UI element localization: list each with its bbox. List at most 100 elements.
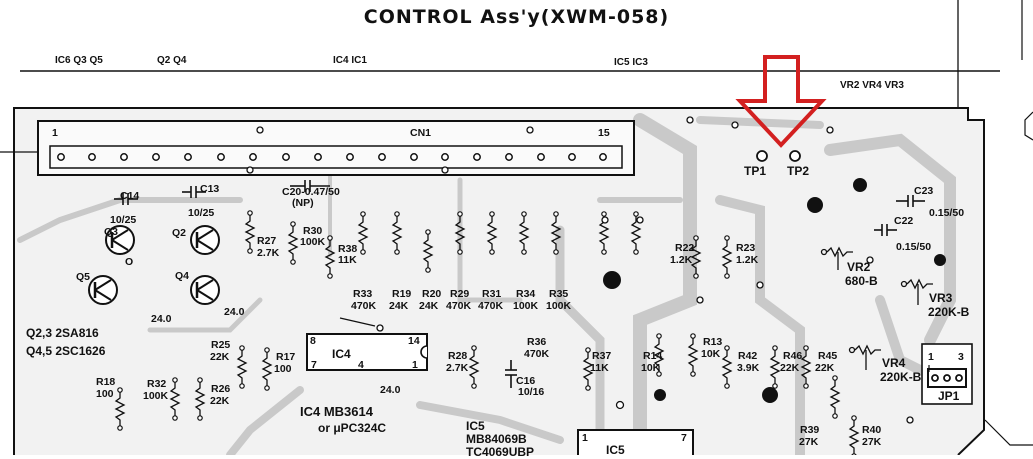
resistor-zigzag bbox=[687, 336, 699, 374]
q3-emitter-mark: O bbox=[125, 256, 134, 268]
misc-pads bbox=[246, 116, 914, 424]
r46-label: R46 bbox=[783, 350, 803, 362]
resistor-symbols bbox=[114, 210, 860, 455]
resistor-zigzag bbox=[261, 350, 273, 388]
r20-value: 24K bbox=[419, 300, 439, 312]
cn1-pin-pad bbox=[120, 153, 128, 161]
resistor-zigzag bbox=[454, 214, 466, 252]
c22-value: 0.15/50 bbox=[896, 241, 932, 253]
q5-label: Q5 bbox=[76, 271, 91, 283]
transistor-q4 bbox=[190, 275, 220, 305]
vr2-label: VR2 bbox=[847, 260, 871, 274]
cn1-pin-pad bbox=[505, 153, 513, 161]
header-ref-ic5: IC5 IC3 bbox=[614, 57, 648, 68]
c23-label: C23 bbox=[914, 185, 934, 197]
resistor-zigzag bbox=[324, 238, 336, 276]
resistor-zigzag bbox=[829, 378, 841, 416]
resistor-zigzag bbox=[486, 214, 498, 252]
cn1-pin-pad bbox=[152, 153, 160, 161]
solder-pad bbox=[441, 166, 449, 174]
ic4-pin-14: 14 bbox=[408, 335, 420, 347]
resistor-zigzag bbox=[848, 418, 860, 455]
vr2-value: 680-B bbox=[845, 274, 878, 288]
ic4-pin-1: 1 bbox=[412, 359, 418, 371]
r39-label: R39 bbox=[800, 424, 820, 436]
cn1-pins bbox=[57, 153, 607, 161]
solder-pad bbox=[756, 281, 764, 289]
cn1-pin-pad bbox=[88, 153, 96, 161]
r25-value: 22K bbox=[210, 351, 230, 363]
r40-label: R40 bbox=[862, 424, 882, 436]
r19-value: 24K bbox=[389, 300, 409, 312]
transistor-q5 bbox=[88, 275, 118, 305]
cn1-pin-pad bbox=[378, 153, 386, 161]
r30-value: 100K bbox=[300, 236, 326, 248]
jp1-pin-3: 3 bbox=[958, 351, 964, 363]
ic4-pin-8: 8 bbox=[310, 335, 316, 347]
r42-label: R42 bbox=[738, 350, 758, 362]
transistor-note-1: Q2,3 2SA816 bbox=[26, 326, 99, 340]
cn1-pin-pad bbox=[537, 153, 545, 161]
transistor-q3 bbox=[105, 225, 135, 255]
ic4-part-number: IC4 MB3614 bbox=[300, 404, 373, 419]
r28-label: R28 bbox=[448, 350, 468, 362]
resistor-zigzag bbox=[653, 336, 665, 374]
page-title: CONTROL Ass'y(XWM-058) bbox=[363, 6, 670, 28]
jp1-pin-1: 1 bbox=[928, 351, 934, 363]
ic5-part-number: MB84069B bbox=[466, 432, 527, 446]
solder-pad bbox=[686, 116, 694, 124]
r18-label: R18 bbox=[96, 376, 116, 388]
r14-value: 10K bbox=[641, 362, 661, 374]
ic4-alt-part: or μPC324C bbox=[318, 421, 387, 435]
r17-value: 100 bbox=[274, 363, 292, 375]
cn1-label: CN1 bbox=[410, 127, 432, 139]
cn1-pin-pad bbox=[473, 153, 481, 161]
resistor-zigzag bbox=[194, 380, 206, 418]
r33-value: 470K bbox=[351, 300, 377, 312]
resistor-zigzag bbox=[357, 214, 369, 252]
cn1-connector bbox=[0, 120, 635, 176]
ic4-pin-4: 4 bbox=[358, 359, 364, 371]
resistor-zigzag bbox=[721, 238, 733, 276]
r45-label: R45 bbox=[818, 350, 838, 362]
solder-pad bbox=[256, 126, 264, 134]
r39-value: 27K bbox=[799, 436, 819, 448]
tp1-label: TP1 bbox=[744, 164, 767, 178]
solder-pad bbox=[601, 216, 609, 224]
resistor-zigzag bbox=[236, 348, 248, 386]
r34-label: R34 bbox=[516, 288, 536, 300]
c14-value: 10/25 bbox=[110, 214, 137, 226]
resistor-zigzag bbox=[287, 224, 299, 262]
solder-pad bbox=[906, 416, 914, 424]
cn1-pin-pad bbox=[441, 153, 449, 161]
c13-label: C13 bbox=[200, 183, 220, 195]
cn1-pin-pad bbox=[599, 153, 607, 161]
resistor-zigzag bbox=[518, 214, 530, 252]
q3-label: Q3 bbox=[104, 226, 119, 238]
ic5-alt-part: TC4069UBP bbox=[466, 445, 535, 459]
r23-label: R23 bbox=[736, 242, 756, 254]
jp1-jumper bbox=[921, 343, 973, 405]
r32-label: R32 bbox=[147, 378, 167, 390]
cn1-pin-pad bbox=[217, 153, 225, 161]
tp1-pad bbox=[756, 150, 768, 162]
cn1-pin-pad bbox=[346, 153, 354, 161]
q5-voltage: 24.0 bbox=[151, 313, 172, 325]
resistor-zigzag bbox=[422, 232, 434, 270]
resistor-zigzag bbox=[598, 214, 610, 252]
ic4-chip bbox=[306, 317, 428, 371]
r13-value: 10K bbox=[701, 348, 721, 360]
cn1-pin-last: 15 bbox=[598, 127, 610, 139]
cn1-pin-pad bbox=[568, 153, 576, 161]
cn1-pin-pad bbox=[184, 153, 192, 161]
r28-value: 2.7K bbox=[446, 362, 469, 374]
r18-value: 100 bbox=[96, 388, 114, 400]
r26-label: R26 bbox=[211, 383, 231, 395]
solder-pad bbox=[731, 121, 739, 129]
copper-traces bbox=[17, 113, 956, 455]
pot-symbols bbox=[820, 246, 933, 370]
ic5-chip bbox=[577, 400, 694, 455]
solder-pad bbox=[826, 126, 834, 134]
r22-label: R22 bbox=[675, 242, 695, 254]
